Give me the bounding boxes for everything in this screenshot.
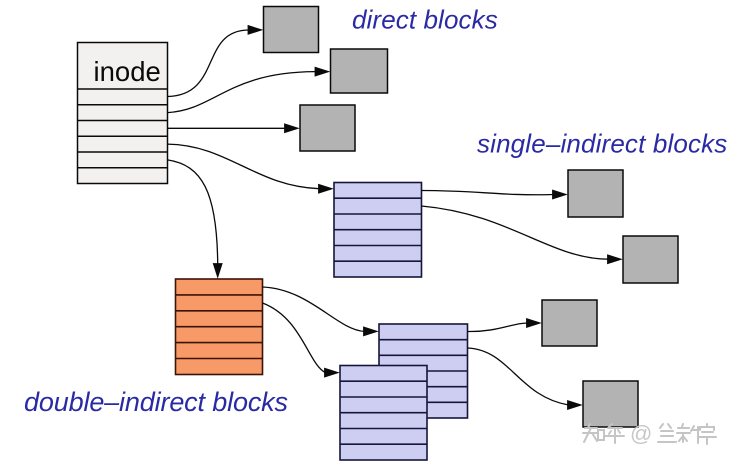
svg-text:inode: inode (94, 56, 161, 87)
svg-text:direct blocks: direct blocks (352, 5, 498, 35)
svg-text:single–indirect blocks: single–indirect blocks (477, 129, 727, 159)
svg-text:@: @ (630, 421, 652, 446)
svg-text:double–indirect blocks: double–indirect blocks (24, 387, 288, 417)
